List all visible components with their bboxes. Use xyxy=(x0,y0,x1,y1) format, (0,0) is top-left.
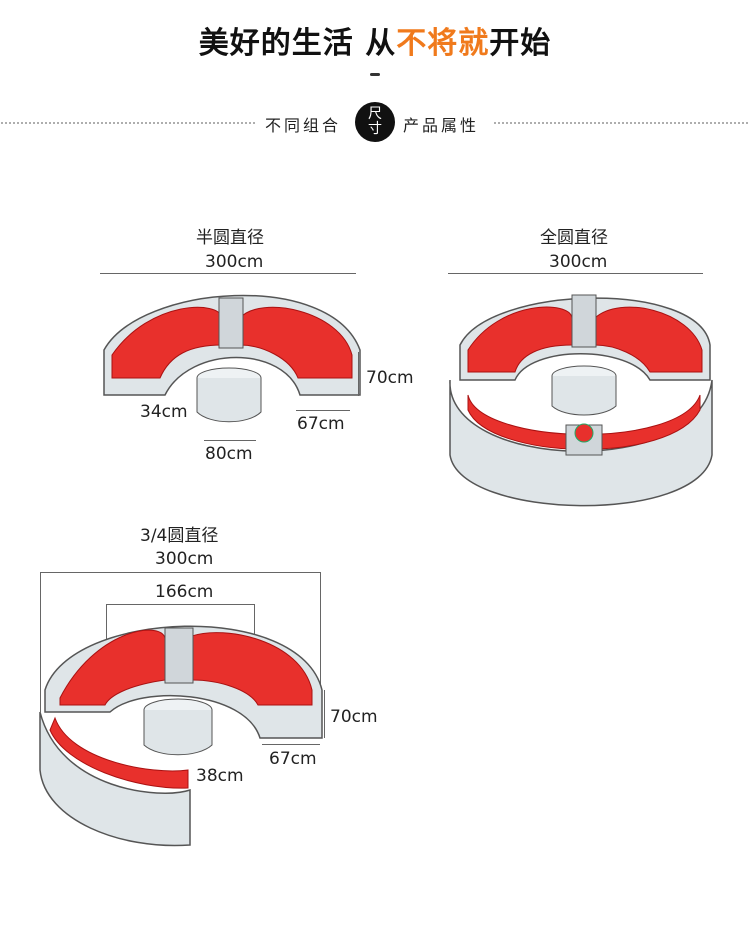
size-badge: 尺 寸 xyxy=(355,102,395,142)
title-part-2: 开始 xyxy=(489,26,552,61)
half-diameter-line xyxy=(100,273,356,274)
dotted-divider-right xyxy=(493,122,750,124)
half-sofa-depth-label: 67cm xyxy=(297,414,345,434)
half-height-label: 70cm xyxy=(366,368,414,388)
full-diameter-label: 300cm xyxy=(549,252,608,272)
half-table-line xyxy=(204,440,256,441)
three-quarter-depth-line xyxy=(262,744,320,745)
half-title: 半圆直径 xyxy=(196,228,264,248)
page-title: 美好的生活 从不将就开始 xyxy=(0,18,750,62)
divider-mark xyxy=(370,73,380,76)
half-depth-line xyxy=(296,410,350,411)
three-quarter-height-label: 70cm xyxy=(330,707,378,727)
half-seat-depth-label: 34cm xyxy=(140,402,188,422)
three-quarter-inner-line xyxy=(106,604,254,605)
half-height-line xyxy=(358,352,359,396)
three-quarter-diameter-line xyxy=(40,572,320,573)
three-quarter-sofa-depth-label: 67cm xyxy=(269,749,317,769)
three-quarter-title: 3/4圆直径 xyxy=(140,526,219,546)
three-quarter-left-line xyxy=(40,572,41,712)
full-diameter-line xyxy=(448,273,703,274)
section-label-left: 不同组合 xyxy=(265,116,342,135)
full-title: 全圆直径 xyxy=(540,228,608,248)
three-quarter-right-line xyxy=(320,572,321,712)
section-header: 不同组合 尺 寸 产品属性 xyxy=(0,102,750,142)
three-quarter-inner-label: 166cm xyxy=(155,582,214,602)
three-quarter-height-line xyxy=(324,690,325,738)
half-diameter-label: 300cm xyxy=(205,252,264,272)
title-part-1: 美好的生活 从 xyxy=(198,26,397,61)
three-quarter-diameter-label: 300cm xyxy=(155,549,214,569)
badge-char-1: 尺 xyxy=(368,106,382,122)
half-table-label: 80cm xyxy=(205,444,253,464)
three-quarter-seat-depth-label: 38cm xyxy=(196,766,244,786)
dotted-divider-left xyxy=(0,122,255,124)
badge-char-2: 寸 xyxy=(368,121,382,137)
section-label-right: 产品属性 xyxy=(403,116,480,135)
title-accent: 不将就 xyxy=(396,26,490,61)
